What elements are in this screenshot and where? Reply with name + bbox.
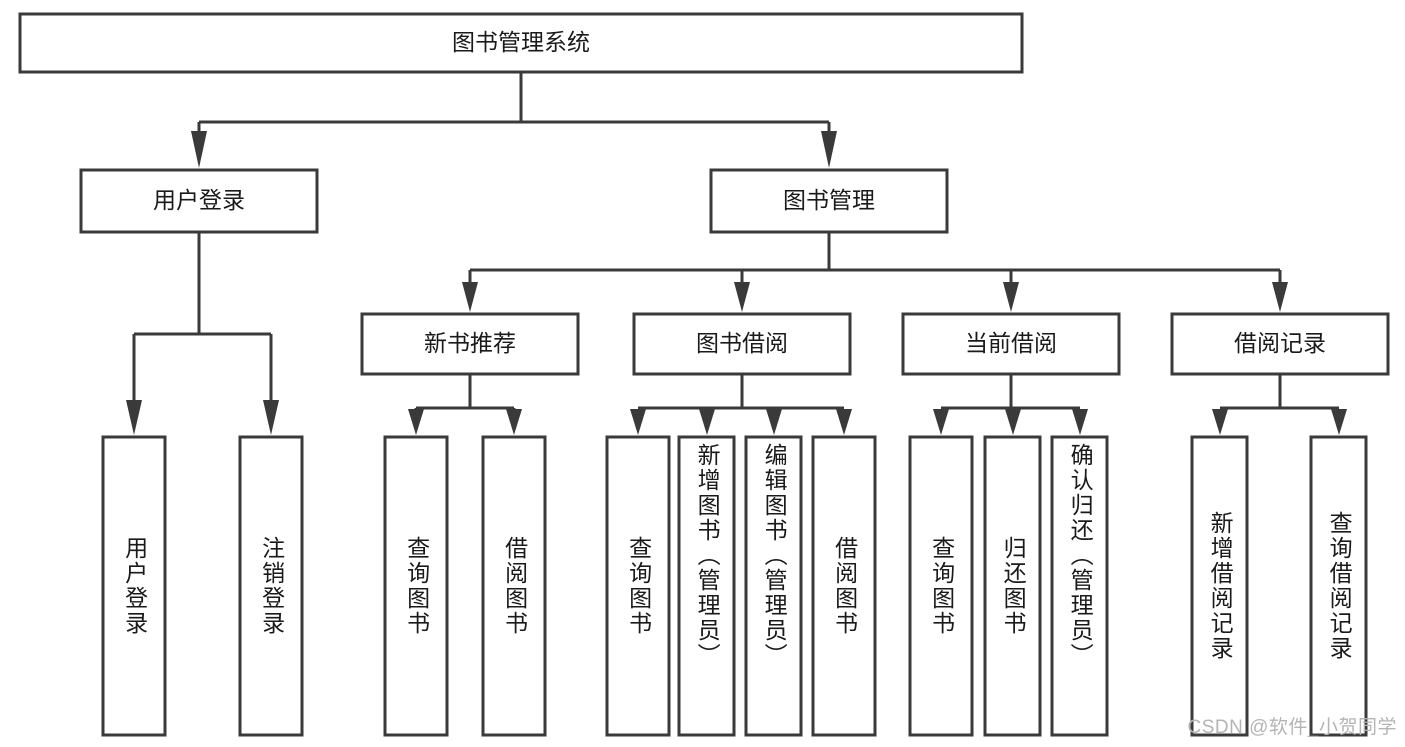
node-borrow-record[interactable]: 借阅记录 bbox=[1170, 312, 1390, 376]
node-leaf-add-book-box[interactable] bbox=[677, 435, 736, 737]
arrow-head-leaf-edit-book bbox=[766, 409, 782, 435]
node-current-borrow[interactable]: 当前借阅 bbox=[901, 312, 1121, 376]
leaf-box-layer bbox=[101, 435, 1368, 737]
node-leaf-logout-box[interactable] bbox=[238, 435, 304, 737]
node-new-book-rec[interactable]: 新书推荐 bbox=[360, 312, 580, 376]
arrow-head-borrow-record bbox=[1272, 282, 1288, 312]
node-leaf-add-record-box[interactable] bbox=[1190, 435, 1249, 737]
node-root-box[interactable] bbox=[18, 12, 1024, 74]
arrow-head-leaf-borrow-book-2 bbox=[836, 409, 852, 435]
arrow-head-leaf-confirm-return bbox=[1072, 409, 1088, 435]
node-leaf-query-record-box[interactable] bbox=[1309, 435, 1368, 737]
node-root[interactable]: 图书管理系统 bbox=[18, 12, 1024, 74]
arrow-head-leaf-logout bbox=[263, 400, 279, 435]
node-leaf-confirm-return-box[interactable] bbox=[1050, 435, 1109, 737]
node-user-login[interactable]: 用户登录 bbox=[79, 168, 319, 234]
arrow-head-leaf-user-login bbox=[126, 400, 142, 435]
arrow-head-current-borrow bbox=[1003, 282, 1019, 312]
arrow-head-leaf-return-book bbox=[1005, 409, 1021, 435]
arrow-head-user-login bbox=[191, 131, 207, 168]
node-new-book-rec-label: 新书推荐 bbox=[424, 330, 516, 356]
watermark-text: CSDN @软件_小贺同学 bbox=[1187, 717, 1397, 738]
arrow-head-new-book-rec bbox=[462, 282, 478, 312]
node-leaf-edit-book-box[interactable] bbox=[744, 435, 803, 737]
arrow-head-leaf-query-record bbox=[1331, 409, 1347, 435]
arrow-head-leaf-query-book-1 bbox=[408, 409, 424, 435]
arrow-head-leaf-add-book bbox=[699, 409, 715, 435]
node-new-book-rec-box[interactable] bbox=[360, 312, 580, 376]
arrow-head-leaf-query-book-3 bbox=[933, 409, 949, 435]
arrow-head-book-borrow bbox=[734, 282, 750, 312]
node-book-borrow-label: 图书借阅 bbox=[696, 330, 788, 356]
node-root-label: 图书管理系统 bbox=[452, 29, 590, 55]
node-borrow-record-box[interactable] bbox=[1170, 312, 1390, 376]
node-book-borrow[interactable]: 图书借阅 bbox=[632, 312, 852, 376]
connector-layer bbox=[126, 72, 1347, 435]
node-leaf-return-book-box[interactable] bbox=[983, 435, 1042, 737]
node-leaf-query-book-1-box[interactable] bbox=[383, 435, 449, 737]
arrow-head-leaf-query-book-2 bbox=[630, 409, 646, 435]
node-book-manage-label: 图书管理 bbox=[783, 187, 875, 213]
node-book-manage[interactable]: 图书管理 bbox=[709, 168, 949, 234]
node-current-borrow-box[interactable] bbox=[901, 312, 1121, 376]
node-leaf-borrow-book-2-box[interactable] bbox=[811, 435, 877, 737]
node-leaf-borrow-book-1-box[interactable] bbox=[481, 435, 547, 737]
node-book-manage-box[interactable] bbox=[709, 168, 949, 234]
node-leaf-user-login-box[interactable] bbox=[101, 435, 167, 737]
node-user-login-label: 用户登录 bbox=[153, 187, 245, 213]
node-leaf-query-book-3-box[interactable] bbox=[908, 435, 974, 737]
arrow-head-leaf-add-record bbox=[1212, 409, 1228, 435]
node-current-borrow-label: 当前借阅 bbox=[965, 330, 1057, 356]
node-leaf-query-book-2-box[interactable] bbox=[605, 435, 671, 737]
arrow-head-leaf-borrow-book-1 bbox=[506, 409, 522, 435]
arrow-head-book-manage bbox=[821, 131, 837, 168]
node-book-borrow-box[interactable] bbox=[632, 312, 852, 376]
node-borrow-record-label: 借阅记录 bbox=[1234, 330, 1326, 356]
node-user-login-box[interactable] bbox=[79, 168, 319, 234]
